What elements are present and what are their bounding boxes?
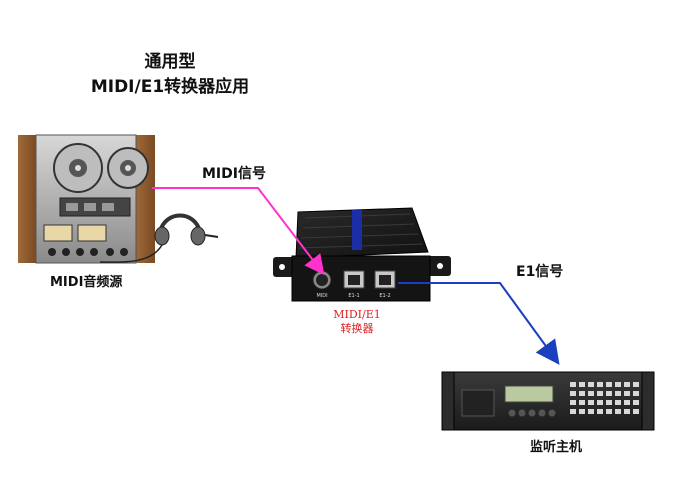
e1-signal-label: E1信号 [516,264,564,280]
port-label-e1-1: E1-1 [348,293,359,299]
midi-signal-line [152,187,325,276]
title-line-1: 通用型 [144,52,196,72]
midi-source-label: MIDI音频源 [50,275,123,290]
monitoring-host-image [441,371,655,431]
converter-device-image [273,207,451,302]
monitoring-host-label: 监听主机 [530,440,583,455]
converter-label-line-2: 转换器 [340,322,374,335]
midi-signal-label: MIDI信号 [202,166,266,182]
title-line-2: MIDI/E1转换器应用 [90,77,250,97]
converter-label-line-1: MIDI/E1 [333,308,381,321]
diagram-title: 通用型 MIDI/E1转换器应用 [60,50,280,100]
port-label-midi: MIDI [316,293,327,299]
port-label-e1-2: E1-2 [379,293,390,299]
converter-label: MIDI/E1 转换器 [332,308,382,336]
e1-signal-line [398,282,560,365]
tape-recorder-image [18,134,219,264]
